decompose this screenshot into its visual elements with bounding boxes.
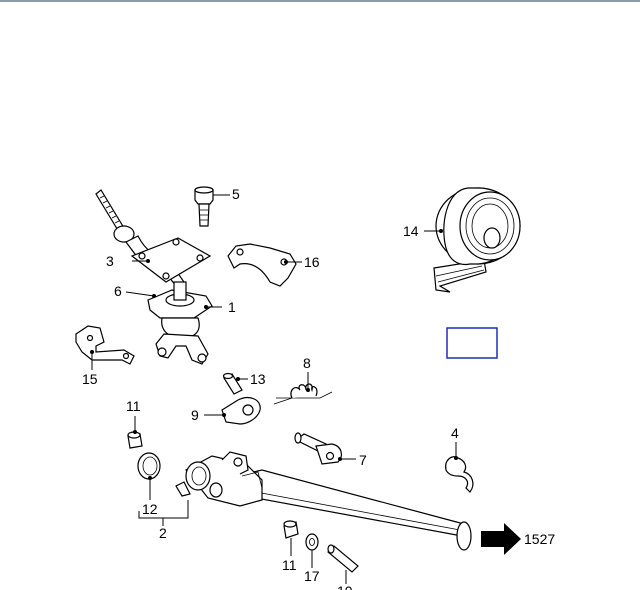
bolt-7-part[interactable] — [294, 432, 342, 465]
bushing-11-bottom-part[interactable] — [283, 520, 299, 539]
label-part-11-top[interactable]: 11 — [126, 398, 141, 414]
label-reference-1527[interactable]: 1527 — [524, 531, 555, 547]
label-part-11-bottom[interactable]: 11 — [282, 557, 297, 573]
window-top-border — [0, 0, 640, 2]
label-part-10[interactable]: 10 — [337, 583, 353, 590]
reference-arrow[interactable] — [481, 523, 521, 555]
seal-ring-12-part[interactable] — [137, 452, 161, 480]
clip-part[interactable] — [445, 456, 474, 493]
label-part-16[interactable]: 16 — [304, 254, 320, 270]
gear-lever-part[interactable] — [95, 189, 212, 287]
leader-lines — [90, 194, 458, 584]
label-part-9[interactable]: 9 — [191, 407, 199, 423]
label-part-2[interactable]: 2 — [159, 525, 167, 541]
label-part-7[interactable]: 7 — [359, 452, 367, 468]
label-part-17[interactable]: 17 — [304, 568, 320, 584]
bracket-16-part[interactable] — [227, 243, 297, 287]
part-labels: 1 2 3 4 5 6 7 8 9 10 11 11 12 13 14 15 1… — [82, 186, 555, 590]
label-part-3[interactable]: 3 — [106, 253, 114, 269]
label-part-13[interactable]: 13 — [250, 371, 266, 387]
label-part-1[interactable]: 1 — [228, 299, 236, 315]
spring-part[interactable] — [273, 383, 333, 405]
hotspot-highlight[interactable] — [446, 327, 498, 359]
bracket-15-part[interactable] — [75, 325, 135, 365]
washer-17-part[interactable] — [305, 533, 319, 551]
label-part-4[interactable]: 4 — [451, 425, 459, 441]
shift-rod-part[interactable] — [175, 451, 472, 551]
pin-10-part[interactable] — [327, 544, 359, 573]
label-part-12[interactable]: 12 — [142, 501, 158, 517]
screw-part[interactable] — [194, 186, 214, 227]
lever-plate-part[interactable] — [221, 397, 261, 425]
label-part-15[interactable]: 15 — [82, 371, 98, 387]
tape-roll-part[interactable] — [433, 187, 521, 293]
lever-housing-part[interactable] — [147, 281, 213, 365]
label-part-8[interactable]: 8 — [303, 355, 311, 371]
bushing-11-top-part[interactable] — [127, 431, 143, 449]
label-part-14[interactable]: 14 — [403, 223, 419, 239]
label-part-5[interactable]: 5 — [232, 186, 240, 202]
label-part-6[interactable]: 6 — [114, 283, 122, 299]
pin-13-part[interactable] — [222, 372, 243, 395]
